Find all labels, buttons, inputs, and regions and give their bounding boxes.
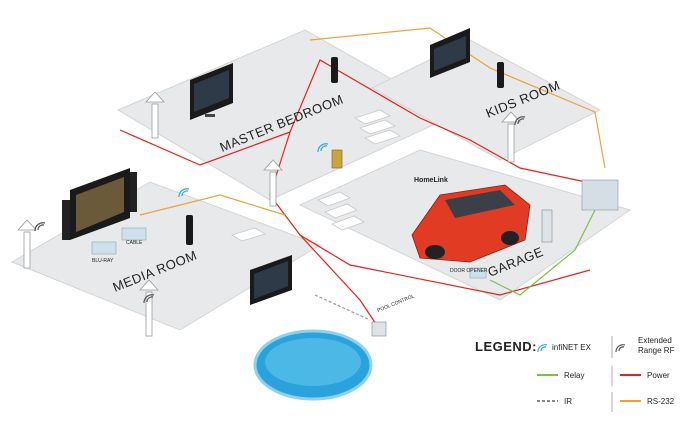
legend-item-infinet: infiNET EX bbox=[552, 343, 592, 352]
devices bbox=[91, 149, 619, 337]
rs232-line-media bbox=[139, 194, 286, 216]
antennas bbox=[17, 91, 521, 337]
legend-extended-line2: Range RF bbox=[638, 346, 675, 355]
legend: LEGEND: infiNET EX Extended Range RF Rel… bbox=[475, 336, 675, 412]
legend-item-power: Power bbox=[647, 371, 670, 380]
controller-stack bbox=[581, 179, 619, 211]
legend-item-relay: Relay bbox=[564, 371, 584, 380]
wiring bbox=[119, 27, 606, 331]
label-pool-control: POOL CONTROL bbox=[377, 293, 416, 313]
label-door-opener: DOOR OPENER bbox=[450, 268, 488, 274]
rs232-line bbox=[309, 27, 606, 169]
power-line-pool bbox=[299, 234, 381, 331]
remote-master bbox=[331, 57, 338, 83]
power-line-upper bbox=[289, 59, 601, 186]
blu-ray-box bbox=[91, 241, 117, 255]
infinet-wifi-icon bbox=[537, 344, 548, 353]
legend-item-extended-rf: Extended Range RF bbox=[638, 336, 675, 355]
tv-master bbox=[190, 63, 233, 120]
car bbox=[411, 184, 531, 263]
pool-control-box bbox=[371, 321, 387, 337]
cable-box bbox=[121, 227, 147, 241]
panel-keypad bbox=[331, 149, 343, 169]
ir-line bbox=[314, 294, 371, 321]
label-blu-ray: BLU-RAY bbox=[92, 258, 114, 264]
legend-item-rs232: RS-232 bbox=[647, 397, 675, 406]
home-theater-system bbox=[62, 168, 137, 240]
remote-controls bbox=[186, 57, 504, 245]
relay-module bbox=[541, 209, 553, 243]
relay-line bbox=[489, 209, 596, 296]
label-cable: CABLE bbox=[126, 240, 143, 246]
legend-extended-line1: Extended bbox=[638, 336, 672, 345]
label-homelink: HomeLink bbox=[414, 177, 448, 184]
extended-rf-icon bbox=[615, 344, 626, 353]
pool bbox=[253, 329, 373, 401]
wifi-symbols bbox=[34, 116, 526, 304]
remote-kids bbox=[497, 62, 504, 88]
tv-kids bbox=[430, 28, 470, 78]
steps bbox=[231, 109, 401, 242]
tv-pool bbox=[250, 255, 292, 305]
remote-media bbox=[186, 215, 193, 245]
legend-title: LEGEND: bbox=[475, 339, 537, 354]
legend-item-ir: IR bbox=[564, 397, 572, 406]
door-opener-box bbox=[469, 267, 487, 279]
